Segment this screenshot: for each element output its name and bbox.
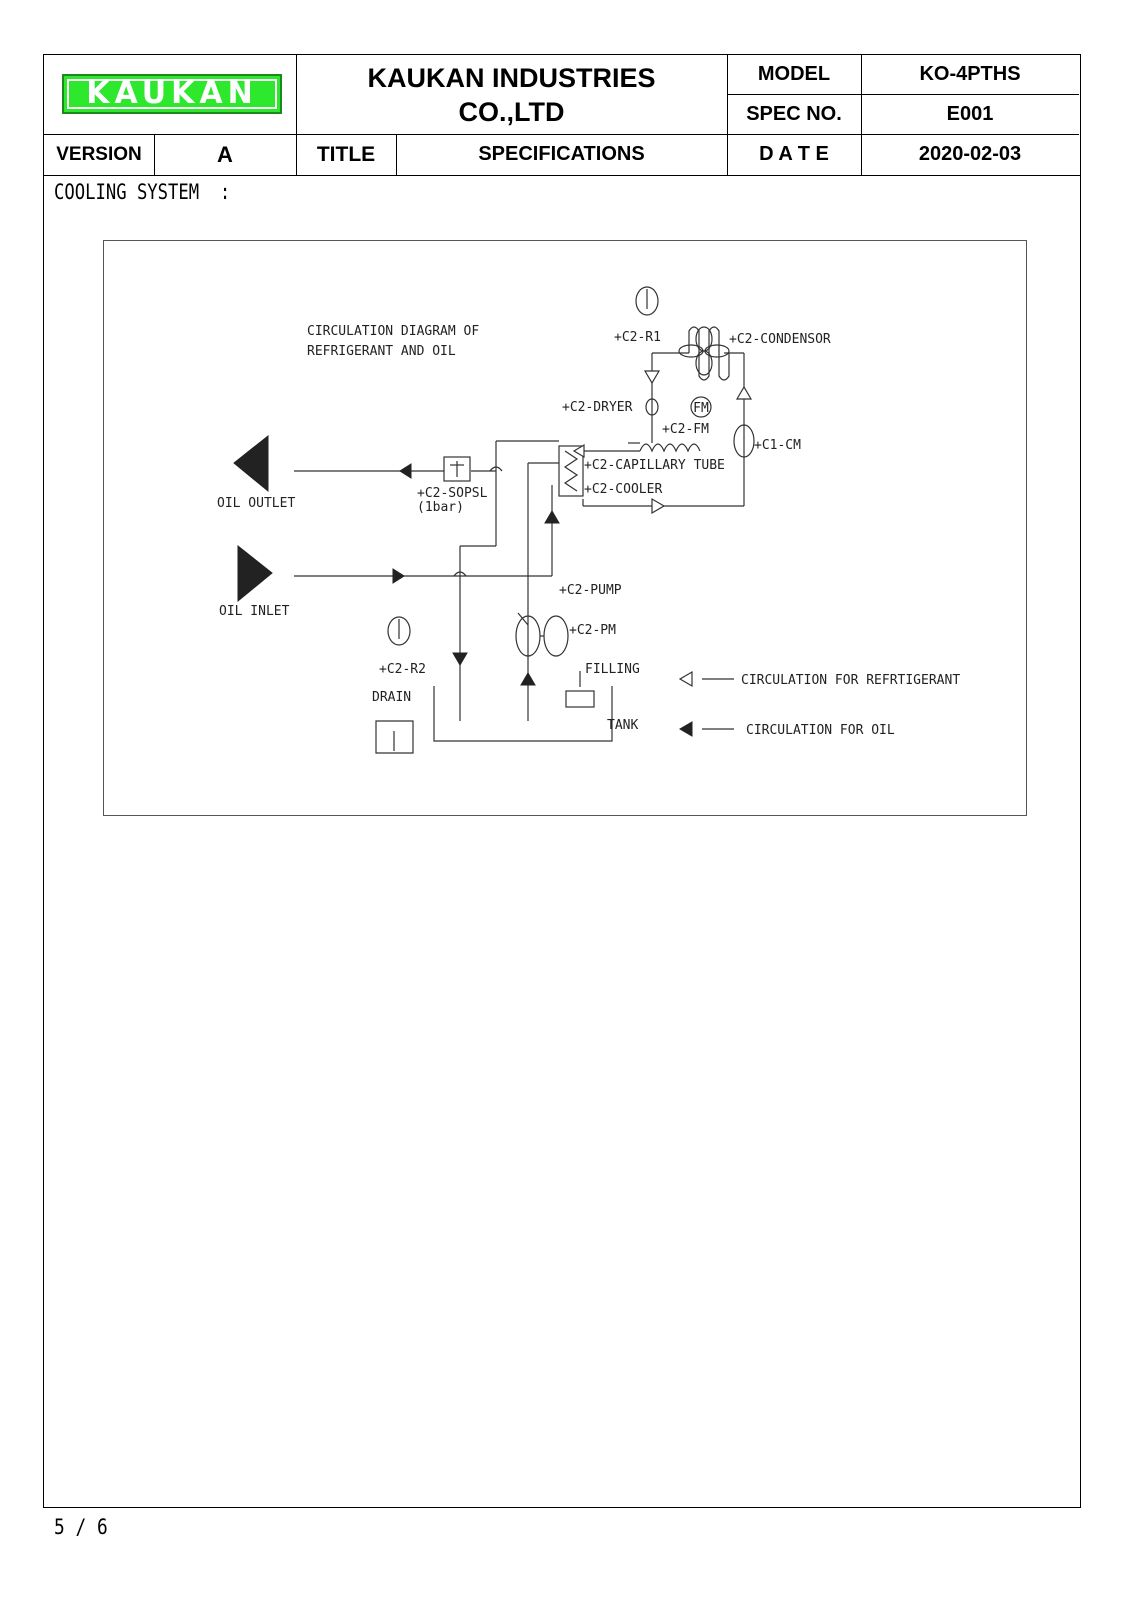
label-cooler: +C2-COOLER: [584, 482, 662, 497]
spec-no-label: SPEC NO.: [746, 102, 842, 125]
diagram-svg: FM CIRCULATION DIAGRAM OF REFRIGERANT AN…: [217, 286, 960, 754]
date-label: D A T E: [759, 143, 829, 165]
label-filling: FILLING: [585, 662, 640, 677]
crossing-hump: [489, 466, 503, 472]
capillary-coil: [639, 443, 701, 453]
oil-flow-arrow-icon: [520, 672, 536, 686]
pressure-switch-icon: [443, 456, 471, 482]
oil-inlet-arrow-icon: [237, 544, 273, 603]
logo-frame: KAUKAN: [67, 79, 277, 109]
label-pm: +C2-PM: [569, 623, 616, 638]
oil-flow-arrow-icon: [392, 568, 405, 584]
divider: [727, 94, 1079, 95]
version-value: A: [217, 141, 233, 167]
label-cm: +C1-CM: [754, 438, 801, 453]
label-r2: +C2-R2: [379, 662, 426, 677]
date-value: 2020-02-03: [918, 143, 1022, 165]
page-number: 5 / 6: [54, 1515, 108, 1539]
compressor-icon: [733, 424, 755, 458]
label-tank: TANK: [607, 718, 638, 733]
fan-blade: [678, 344, 704, 358]
logo-text: KAUKAN: [86, 76, 258, 111]
oil-outlet-arrow-icon: [233, 434, 269, 493]
refrigerant-flow-arrow-icon: [643, 370, 661, 385]
refrigerant-flow-arrow-icon: [572, 443, 585, 459]
pump-rotation-arrow: [517, 612, 529, 626]
header-table: KAUKAN KAUKAN INDUSTRIES CO.,LTD MODEL K…: [43, 54, 1081, 176]
label-condensor: +C2-CONDENSOR: [729, 332, 831, 347]
refrigerant-flow-arrow-icon: [651, 497, 666, 515]
label-capillary-tube: +C2-CAPILLARY TUBE: [584, 458, 725, 473]
tank-outline: [433, 686, 613, 742]
divider: [154, 134, 155, 175]
divider: [861, 55, 862, 175]
divider: [296, 55, 297, 175]
drain-icon: [375, 720, 414, 754]
fan-blade: [695, 350, 713, 376]
legend-oil-label: CIRCULATION FOR OIL: [746, 723, 895, 738]
oil-flow-arrow-icon: [544, 510, 560, 524]
company-logo: KAUKAN: [62, 74, 282, 114]
oil-flow-arrow-icon: [452, 652, 468, 666]
model-value: KO-4PTHS: [919, 63, 1021, 85]
legend-oil-arrow-icon: [679, 721, 693, 737]
divider: [396, 134, 397, 175]
label-sopsl-note: (1bar): [417, 500, 464, 515]
crossing-hump: [453, 571, 467, 577]
label-dryer: +C2-DRYER: [562, 400, 633, 415]
legend-refrigerant-label: CIRCULATION FOR REFRTIGERANT: [741, 673, 960, 688]
spec-no-value: E001: [946, 102, 994, 125]
company-name: KAUKAN INDUSTRIES CO.,LTD: [296, 55, 727, 134]
circulation-diagram: FM CIRCULATION DIAGRAM OF REFRIGERANT AN…: [103, 240, 1027, 816]
dryer-icon: [645, 398, 659, 416]
section-title: COOLING SYSTEM :: [54, 180, 231, 204]
cooler-coil: [563, 450, 579, 492]
cooler-box: [558, 445, 584, 497]
fm-symbol: FM: [693, 401, 709, 416]
page-frame: [43, 176, 1081, 1508]
pump-motor-icon: [543, 615, 569, 657]
label-fm: +C2-FM: [662, 422, 709, 437]
refrigerant-flow-arrow-icon: [735, 385, 753, 400]
label-pump: +C2-PUMP: [559, 583, 622, 598]
label-drain: DRAIN: [372, 690, 411, 705]
legend-refrigerant-arrow-icon: [678, 670, 693, 688]
version-label: VERSION: [56, 143, 142, 165]
model-label: MODEL: [757, 63, 831, 85]
company-line-2: CO.,LTD: [458, 96, 565, 127]
label-sopsl: +C2-SOPSL: [417, 486, 488, 501]
fan-motor-icon: [690, 396, 712, 418]
diagram-heading-1: CIRCULATION DIAGRAM OF: [307, 324, 479, 339]
r1-gauge-icon: [635, 286, 659, 316]
fan-blade: [704, 344, 730, 358]
title-label: TITLE: [316, 142, 376, 166]
label-oil-outlet: OIL OUTLET: [217, 496, 295, 511]
r2-gauge-icon: [387, 616, 411, 646]
filling-port-icon: [565, 690, 595, 708]
divider: [44, 134, 1079, 135]
company-line-1: KAUKAN INDUSTRIES: [367, 62, 656, 93]
divider: [727, 55, 728, 175]
label-oil-inlet: OIL INLET: [219, 604, 290, 619]
title-value: SPECIFICATIONS: [478, 143, 645, 165]
label-r1: +C2-R1: [614, 330, 661, 345]
oil-flow-arrow-icon: [399, 463, 412, 479]
diagram-heading-2: REFRIGERANT AND OIL: [307, 344, 456, 359]
